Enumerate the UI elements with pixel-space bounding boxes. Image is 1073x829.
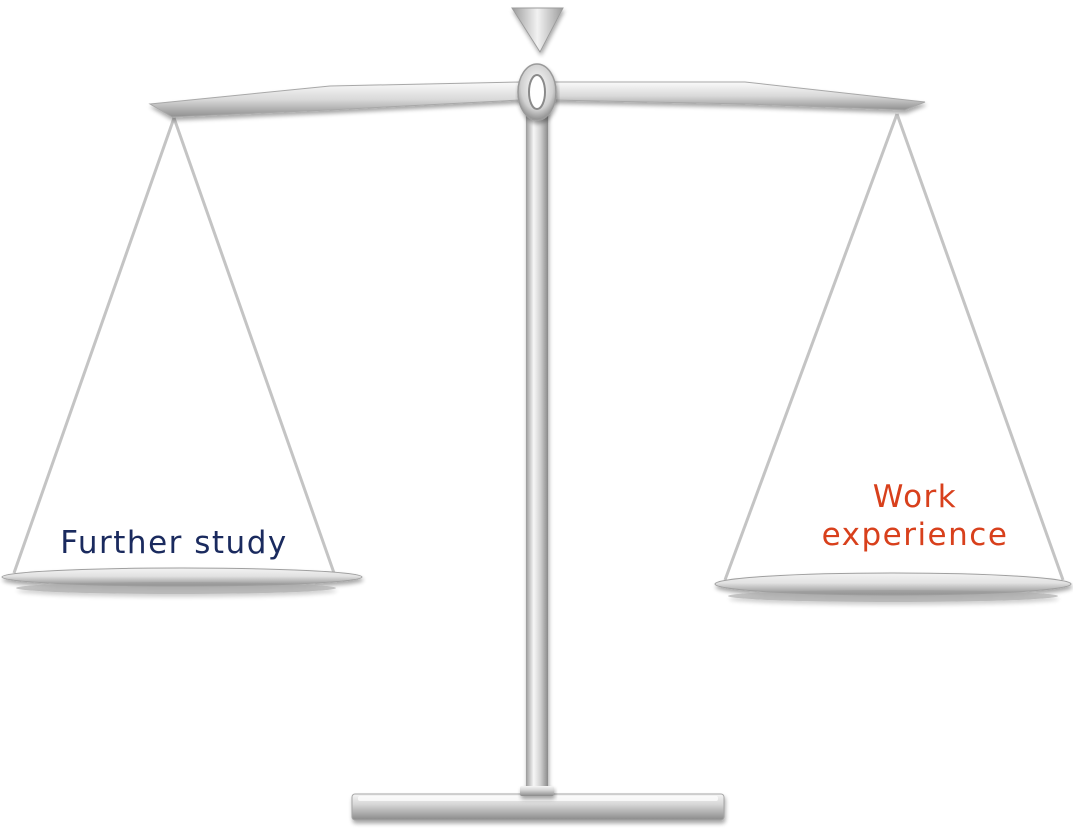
right-pan-label-line1: Work xyxy=(872,479,958,515)
left-pan-strings xyxy=(12,117,336,574)
right-pan-label: Work experience xyxy=(790,478,1040,554)
left-pan-label-text: Further study xyxy=(60,525,288,561)
right-pan-strings xyxy=(723,113,1065,581)
right-pan-label-line2: experience xyxy=(821,517,1009,553)
scale-post xyxy=(520,104,554,796)
left-pan xyxy=(1,567,363,594)
scale-base xyxy=(351,793,725,821)
top-pointer xyxy=(511,7,564,53)
pivot-ring xyxy=(517,63,557,121)
left-pan-label: Further study xyxy=(28,524,320,562)
right-pan xyxy=(714,572,1072,602)
